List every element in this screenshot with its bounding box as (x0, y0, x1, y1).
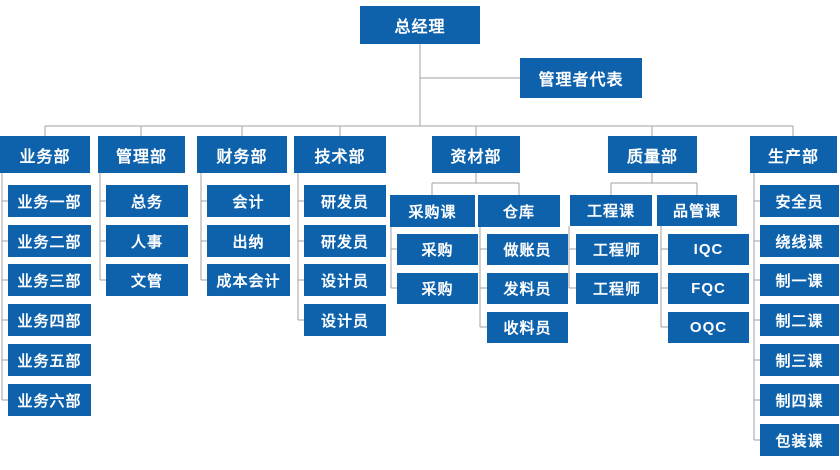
node-business-unit-5: 业务五部 (8, 344, 91, 376)
node-cashier: 出纳 (207, 225, 290, 257)
node-material-issuer: 发料员 (487, 273, 568, 304)
node-dept-materials: 资材部 (432, 136, 520, 173)
node-dept-finance: 财务部 (197, 136, 287, 173)
node-business-unit-4: 业务四部 (8, 304, 91, 336)
node-designer-2: 设计员 (304, 304, 386, 336)
node-dept-business: 业务部 (0, 136, 90, 173)
node-business-unit-2: 业务二部 (8, 225, 91, 257)
node-safety-officer: 安全员 (760, 185, 839, 217)
node-engineer-1: 工程师 (576, 234, 658, 265)
node-bookkeeper: 做账员 (487, 234, 568, 265)
node-rd-staff-2: 研发员 (304, 225, 386, 257)
node-dept-technology: 技术部 (294, 136, 386, 173)
node-general-manager: 总经理 (360, 6, 480, 44)
node-general-affairs: 总务 (106, 185, 188, 217)
node-material-receiver: 收料员 (487, 312, 568, 343)
node-fqc: FQC (668, 273, 749, 304)
node-dept-quality: 质量部 (608, 136, 697, 173)
node-business-unit-1: 业务一部 (8, 185, 91, 217)
node-document-control: 文管 (106, 264, 188, 296)
node-business-unit-3: 业务三部 (8, 264, 91, 296)
node-buyer-1: 采购 (397, 234, 478, 265)
node-cost-accountant: 成本会计 (207, 264, 290, 296)
node-mfg-section-4: 制四课 (760, 384, 839, 416)
node-dept-admin: 管理部 (98, 136, 185, 173)
node-business-unit-6: 业务六部 (8, 384, 91, 416)
node-engineering-section: 工程课 (570, 195, 652, 226)
node-packaging-section: 包装课 (760, 424, 839, 456)
node-dept-production: 生产部 (750, 136, 837, 173)
node-hr: 人事 (106, 225, 188, 257)
node-buyer-2: 采购 (397, 273, 478, 304)
node-management-representative: 管理者代表 (520, 58, 642, 98)
node-oqc: OQC (668, 312, 749, 343)
node-designer-1: 设计员 (304, 264, 386, 296)
node-engineer-2: 工程师 (576, 273, 658, 304)
node-winding-section: 绕线课 (760, 225, 839, 257)
node-mfg-section-1: 制一课 (760, 264, 839, 296)
node-mfg-section-3: 制三课 (760, 344, 839, 376)
node-warehouse: 仓库 (478, 195, 560, 227)
node-purchasing-section: 采购课 (390, 195, 475, 227)
node-iqc: IQC (668, 234, 749, 265)
node-qc-section: 品管课 (657, 195, 737, 226)
node-rd-staff-1: 研发员 (304, 185, 386, 217)
node-accountant: 会计 (207, 185, 290, 217)
node-mfg-section-2: 制二课 (760, 304, 839, 336)
